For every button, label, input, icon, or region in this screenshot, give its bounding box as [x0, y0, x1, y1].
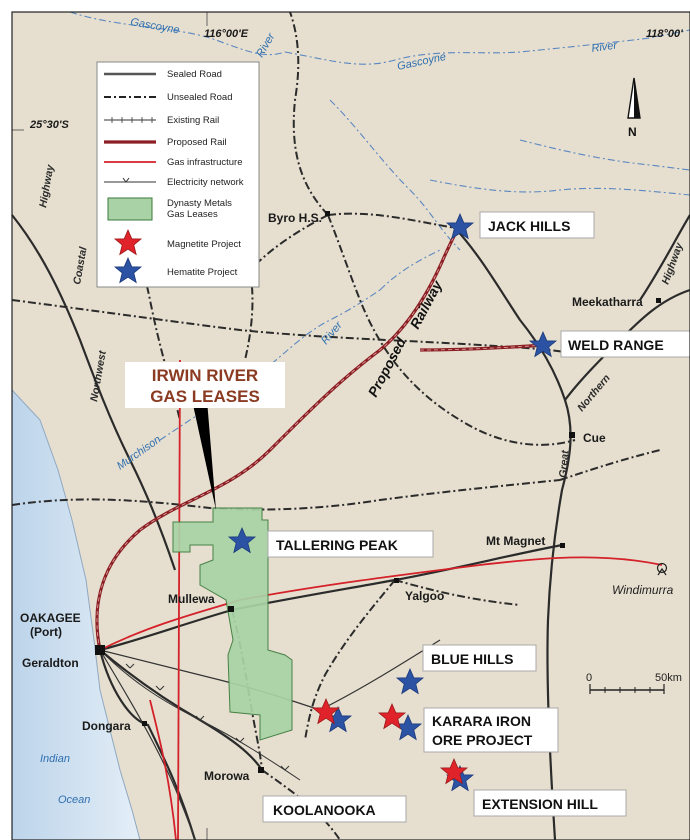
scale-bar-start: 0 [586, 672, 592, 684]
blue-hills-label: BLUE HILLS [431, 651, 513, 667]
longitude-116-label: 116°00'E [204, 28, 249, 40]
legend-existing-rail: Existing Rail [167, 115, 219, 126]
town-labels: Byro H.S. Meekatharra Cue Mt Magnet Wind… [20, 211, 674, 783]
callout-pointer [192, 400, 216, 510]
legend-unsealed-road: Unsealed Road [167, 92, 233, 103]
irwin-river-callout-line2: GAS LEASES [150, 387, 260, 406]
legend-gas-infrastructure: Gas infrastructure [167, 157, 243, 168]
town-dongara: Dongara [82, 719, 131, 733]
town-byro: Byro H.S. [268, 211, 322, 225]
scale-bar: 0 50km [586, 672, 682, 694]
town-windimurra: Windimurra [612, 583, 674, 597]
ocean-area [12, 390, 140, 840]
legend: Sealed Road Unsealed Road Existing Rail … [96, 61, 260, 288]
town-markers [95, 211, 661, 773]
karara-label-line1: KARARA IRON [432, 713, 531, 729]
town-oakagee-port: (Port) [30, 625, 62, 639]
extension-hill-label: EXTENSION HILL [482, 796, 598, 812]
gas-lease-area [172, 507, 293, 741]
legend-electricity-network: Electricity network [167, 177, 244, 188]
electricity-network [99, 649, 301, 781]
north-arrow-label: N [628, 125, 637, 139]
legend-sealed-road: Sealed Road [167, 69, 222, 80]
scale-bar-end: 50km [655, 672, 682, 684]
town-cue: Cue [583, 431, 606, 445]
koolanooka-label: KOOLANOOKA [273, 802, 376, 818]
latitude-2530-label: 25°30'S [29, 119, 69, 131]
sealed-roads [11, 214, 690, 840]
tallering-peak-label: TALLERING PEAK [276, 537, 398, 553]
legend-proposed-rail: Proposed Rail [167, 137, 227, 148]
river-label-right: River [591, 39, 619, 55]
town-yalgoo: Yalgoo [405, 589, 444, 603]
road-label-great: Great [557, 449, 571, 478]
town-mullewa: Mullewa [168, 592, 215, 606]
longitude-118-label: 118°00' [646, 28, 683, 40]
jack-hills-label: JACK HILLS [488, 218, 570, 234]
graticule [12, 12, 208, 840]
karara-label-line2: ORE PROJECT [432, 732, 533, 748]
gas-infrastructure [99, 359, 663, 840]
legend-magnetite-project: Magnetite Project [167, 239, 241, 250]
irwin-river-callout-line1: IRWIN RIVER [152, 366, 258, 385]
ocean-label-indian: Indian [40, 753, 70, 765]
project-labels: JACK HILLS WELD RANGE TALLERING PEAK BLU… [262, 211, 690, 823]
town-meekatharra: Meekatharra [572, 295, 643, 309]
town-mt-magnet: Mt Magnet [486, 534, 545, 548]
legend-dynasty-metals: Dynasty Metals [167, 198, 232, 209]
town-oakagee: OAKAGEE [20, 611, 81, 625]
legend-hematite-project: Hematite Project [167, 267, 238, 278]
north-arrow: N [627, 77, 641, 139]
ocean-label-ocean: Ocean [58, 794, 90, 806]
town-morowa: Morowa [204, 769, 250, 783]
proposed-rail [95, 227, 546, 651]
weld-range-label: WELD RANGE [568, 337, 664, 353]
town-geraldton: Geraldton [22, 656, 79, 670]
legend-gas-leases: Gas Leases [167, 209, 218, 220]
